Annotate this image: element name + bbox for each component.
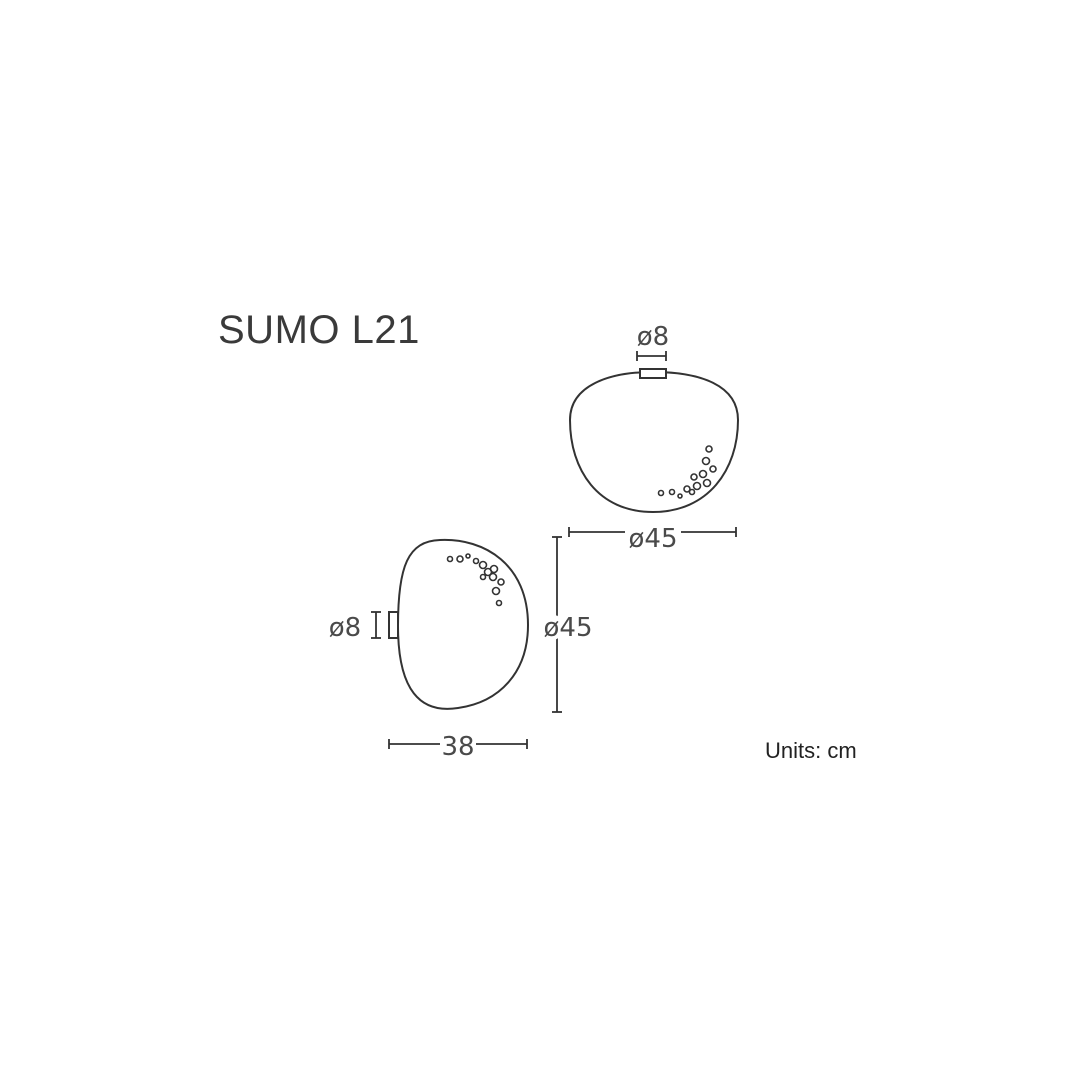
top-view-outline xyxy=(568,370,740,514)
units-label: Units: cm xyxy=(765,738,857,763)
product-title: SUMO L21 xyxy=(218,308,420,352)
side-socket-diameter-label: ø8 xyxy=(329,613,361,643)
side-depth-label: 38 xyxy=(441,732,474,762)
side-height-label: ø45 xyxy=(544,613,593,643)
side-height-dimension xyxy=(552,536,562,713)
top-view xyxy=(568,368,740,514)
top-socket-diameter-label: ø8 xyxy=(637,322,669,352)
side-view xyxy=(388,538,530,710)
side-socket-dimension xyxy=(371,611,381,639)
top-socket-dimension xyxy=(636,351,667,361)
top-view-perforations xyxy=(657,445,717,499)
top-width-label: ø45 xyxy=(629,524,678,554)
side-view-outline xyxy=(396,538,530,710)
side-view-perforations xyxy=(446,553,505,607)
side-view-socket xyxy=(388,611,399,639)
top-width-dimension xyxy=(568,527,737,537)
side-depth-dimension xyxy=(388,739,528,749)
top-view-socket xyxy=(639,368,667,379)
